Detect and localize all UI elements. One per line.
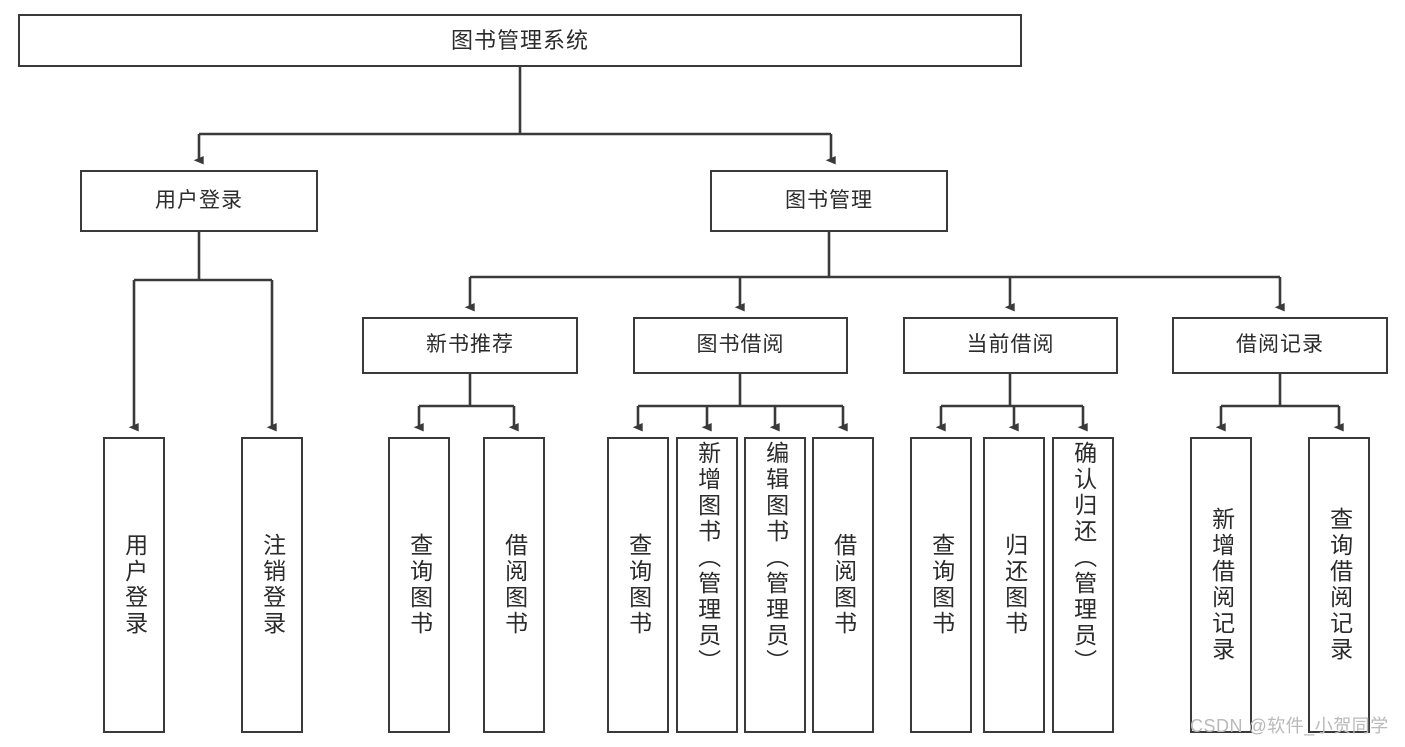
node-leaf-edit-book-label: 编辑图书（管理员）	[762, 441, 789, 675]
node-leaf-add-record[interactable]: 新增借阅记录	[1190, 437, 1252, 733]
node-leaf-return-book[interactable]: 归还图书	[983, 437, 1045, 733]
node-current-borrow-label: 当前借阅	[966, 333, 1055, 357]
node-user-login-label: 用户登录	[155, 188, 243, 212]
node-leaf-borrow-book-2-label: 借阅图书	[830, 533, 857, 637]
node-leaf-confirm-return[interactable]: 确认归还（管理员）	[1052, 437, 1114, 733]
node-leaf-add-book-label: 新增图书（管理员）	[694, 441, 721, 675]
node-leaf-return-book-label: 归还图书	[1001, 533, 1028, 637]
node-leaf-confirm-return-label: 确认归还（管理员）	[1070, 441, 1097, 675]
node-leaf-user-logout-label: 注销登录	[259, 533, 286, 637]
node-book-manage-label: 图书管理	[785, 188, 873, 212]
node-leaf-edit-book[interactable]: 编辑图书（管理员）	[744, 437, 806, 733]
node-current-borrow[interactable]: 当前借阅	[903, 317, 1118, 374]
node-leaf-query-record[interactable]: 查询借阅记录	[1308, 437, 1370, 733]
node-leaf-query-book-1-label: 查询图书	[406, 533, 433, 637]
node-new-book-recommend[interactable]: 新书推荐	[362, 317, 578, 374]
node-borrow-record[interactable]: 借阅记录	[1172, 317, 1388, 374]
node-leaf-query-book-2[interactable]: 查询图书	[607, 437, 669, 733]
node-book-borrow[interactable]: 图书借阅	[633, 317, 848, 374]
node-leaf-user-logout[interactable]: 注销登录	[241, 437, 303, 733]
node-root[interactable]: 图书管理系统	[18, 14, 1022, 67]
node-leaf-query-record-label: 查询借阅记录	[1326, 507, 1353, 663]
node-root-label: 图书管理系统	[450, 27, 589, 53]
node-book-manage[interactable]: 图书管理	[710, 170, 948, 232]
node-user-login[interactable]: 用户登录	[80, 170, 318, 232]
node-leaf-query-book-1[interactable]: 查询图书	[388, 437, 450, 733]
node-book-borrow-label: 图书借阅	[696, 333, 785, 357]
node-leaf-borrow-book-1-label: 借阅图书	[501, 533, 528, 637]
node-borrow-record-label: 借阅记录	[1236, 333, 1324, 357]
node-leaf-user-login-label: 用户登录	[121, 533, 148, 637]
node-new-book-recommend-label: 新书推荐	[426, 333, 514, 357]
node-leaf-borrow-book-2[interactable]: 借阅图书	[812, 437, 874, 733]
node-leaf-user-login[interactable]: 用户登录	[103, 437, 165, 733]
node-leaf-query-book-3-label: 查询图书	[928, 533, 955, 637]
node-leaf-add-book[interactable]: 新增图书（管理员）	[676, 437, 738, 733]
node-leaf-borrow-book-1[interactable]: 借阅图书	[483, 437, 545, 733]
node-leaf-query-book-3[interactable]: 查询图书	[910, 437, 972, 733]
csdn-watermark: CSDN @软件_小贺同学	[1190, 716, 1389, 736]
node-leaf-query-book-2-label: 查询图书	[625, 533, 652, 637]
node-leaf-add-record-label: 新增借阅记录	[1208, 507, 1235, 663]
